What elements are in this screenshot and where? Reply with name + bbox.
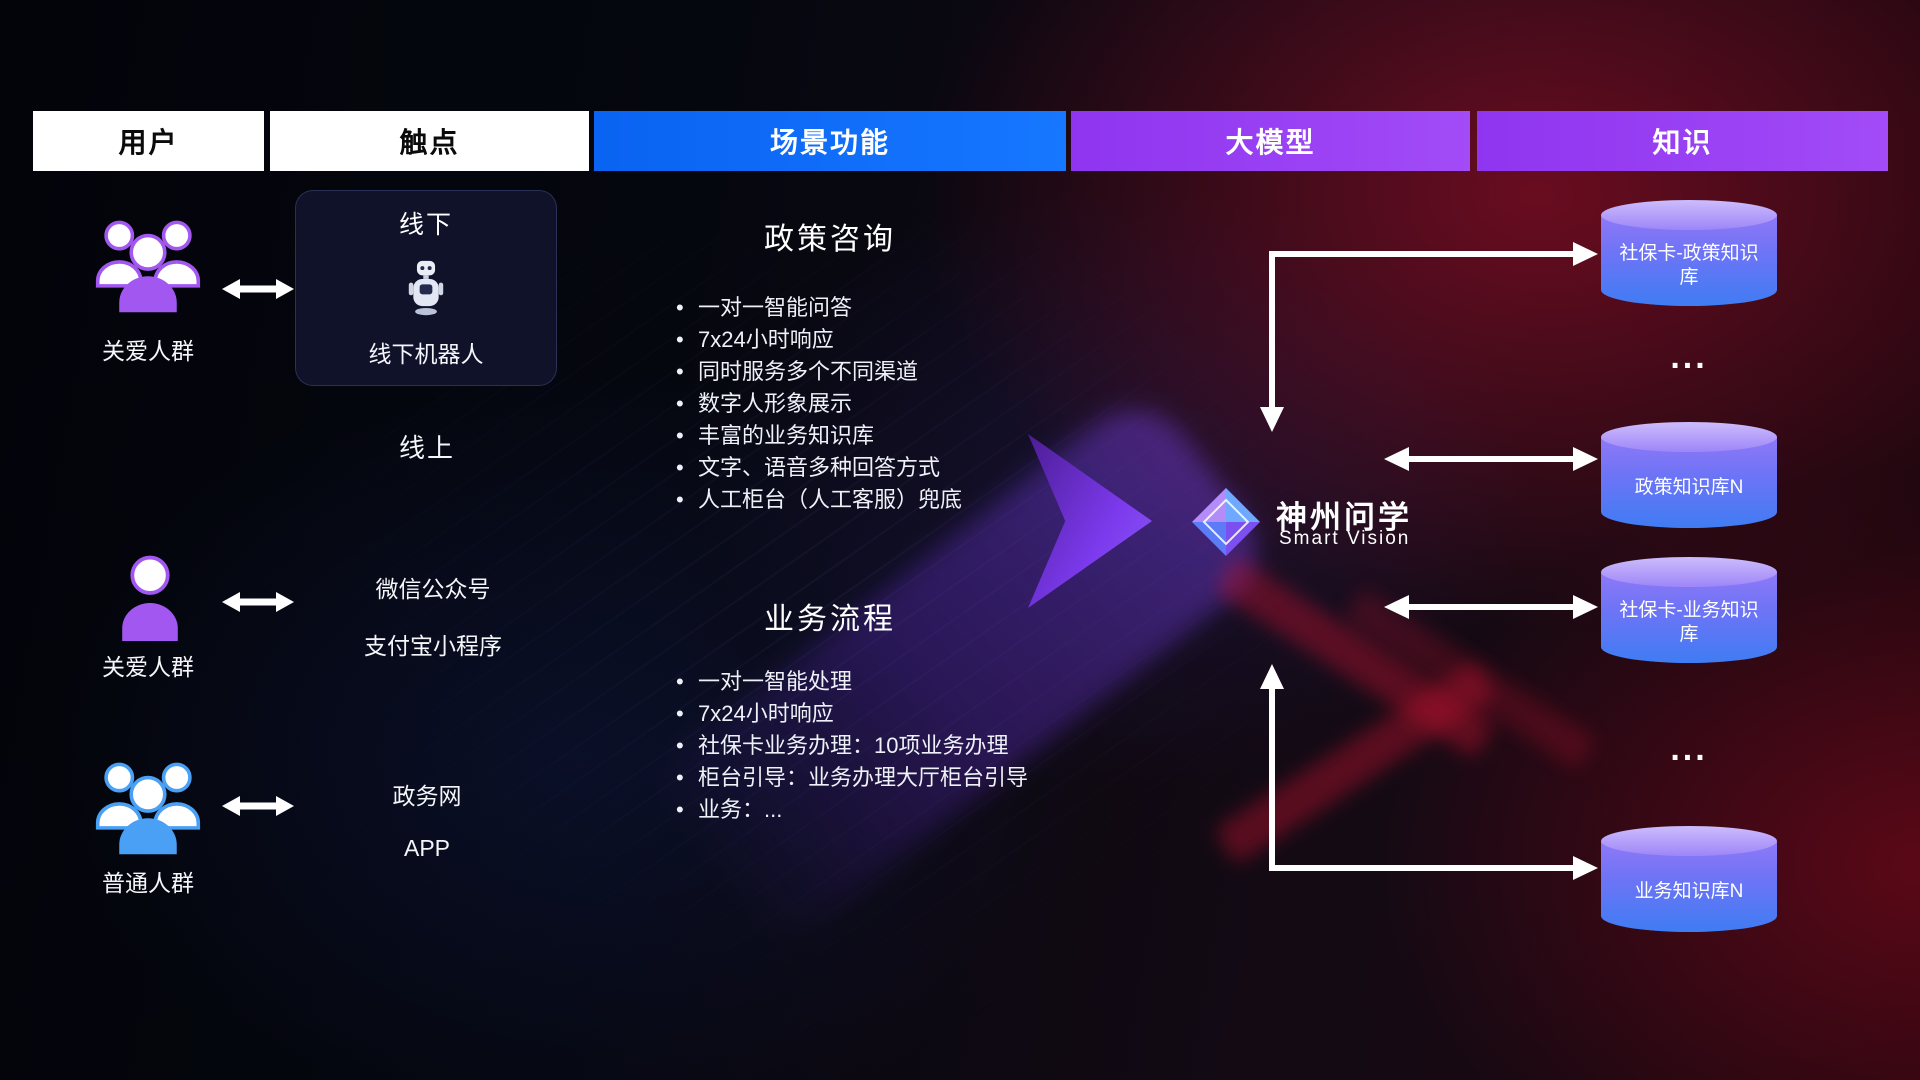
feature-item: 丰富的业务知识库 xyxy=(672,420,962,452)
kb-label: 政策知识库N xyxy=(1634,476,1744,498)
touchpoint-gov: 政务网 xyxy=(392,783,462,809)
robot-icon xyxy=(408,260,444,316)
touchpoint-alipay: 支付宝小程序 xyxy=(364,633,502,659)
feature-item: 业务：... xyxy=(672,794,1028,826)
scenario-policy-title: 政策咨询 xyxy=(764,223,896,256)
offline-robot-label: 线下机器人 xyxy=(368,341,484,367)
model-name: 神州问学 xyxy=(1276,500,1412,535)
kb-cylinder-ss-business: 社保卡-业务知识库 xyxy=(1601,557,1777,663)
header-user-label: 用户 xyxy=(118,127,179,158)
feature-item: 社保卡业务办理：10项业务办理 xyxy=(672,730,1028,762)
touchpoint-app: APP xyxy=(403,835,451,861)
header-scenario-label: 场景功能 xyxy=(769,127,890,158)
user-group-3-label: 普通人群 xyxy=(102,870,194,896)
cylinder-top xyxy=(1601,826,1777,856)
feature-item: 同时服务多个不同渠道 xyxy=(672,356,962,388)
cylinder-top xyxy=(1601,200,1777,230)
header-knowledge-label: 知识 xyxy=(1652,127,1713,158)
touchpoint-wechat: 微信公众号 xyxy=(375,576,491,602)
feature-item: 柜台引导：业务办理大厅柜台引导 xyxy=(672,762,1028,794)
scenario-business-title: 业务流程 xyxy=(764,603,896,636)
model-subtitle: Smart Vision xyxy=(1279,528,1411,549)
feature-item: 数字人形象展示 xyxy=(672,388,962,420)
feature-item: 文字、语音多种回答方式 xyxy=(672,452,962,484)
group-users-blue-icon xyxy=(95,762,201,855)
header-scenario: 场景功能 xyxy=(594,111,1066,171)
header-model-label: 大模型 xyxy=(1225,127,1316,158)
cylinder-top xyxy=(1601,557,1777,587)
user-group-1-label: 关爱人群 xyxy=(102,338,194,364)
feature-item: 人工柜台（人工客服）兜底 xyxy=(672,484,962,516)
offline-touchpoint-card: 线下 线下机器人 xyxy=(295,190,557,386)
feature-item: 一对一智能问答 xyxy=(672,292,962,324)
red-chevron-decor xyxy=(1213,660,1497,866)
header-user: 用户 xyxy=(33,111,264,171)
header-touchpoint: 触点 xyxy=(270,111,589,171)
ellipsis-text: ... xyxy=(1670,338,1708,376)
kb-label: 社保卡-政策知识库 xyxy=(1619,242,1759,288)
kb-cylinder-policy-n: 政策知识库N xyxy=(1601,422,1777,528)
kb-cylinder-ss-policy: 社保卡-政策知识库 xyxy=(1601,200,1777,306)
smart-vision-logo-icon xyxy=(1192,488,1260,556)
kb-label: 社保卡-业务知识库 xyxy=(1619,599,1759,645)
business-feature-list: 一对一智能处理 7x24小时响应 社保卡业务办理：10项业务办理 柜台引导：业务… xyxy=(672,666,1028,826)
bidirectional-arrow-icon xyxy=(222,796,294,816)
cylinder-top xyxy=(1601,422,1777,452)
header-knowledge: 知识 xyxy=(1477,111,1888,171)
kb-cylinder-business-n: 业务知识库N xyxy=(1601,826,1777,932)
feature-item: 一对一智能处理 xyxy=(672,666,1028,698)
header-touchpoint-label: 触点 xyxy=(399,127,460,158)
group-users-purple-icon xyxy=(95,220,201,313)
kb-label: 业务知识库N xyxy=(1634,880,1744,902)
bidirectional-arrow-icon xyxy=(222,279,294,299)
red-chevron-decor xyxy=(1342,586,1598,772)
flow-arrow-icon xyxy=(1028,434,1152,608)
single-user-purple-icon xyxy=(122,555,178,641)
offline-title: 线下 xyxy=(398,211,453,239)
ellipsis-text: ... xyxy=(1670,730,1708,768)
feature-item: 7x24小时响应 xyxy=(672,324,962,356)
user-group-2-label: 关爱人群 xyxy=(102,654,194,680)
bidirectional-arrow-icon xyxy=(222,592,294,612)
online-title: 线上 xyxy=(398,433,455,463)
feature-item: 7x24小时响应 xyxy=(672,698,1028,730)
header-model: 大模型 xyxy=(1071,111,1470,171)
policy-feature-list: 一对一智能问答 7x24小时响应 同时服务多个不同渠道 数字人形象展示 丰富的业… xyxy=(672,292,962,516)
red-chevron-decor xyxy=(1213,554,1497,760)
